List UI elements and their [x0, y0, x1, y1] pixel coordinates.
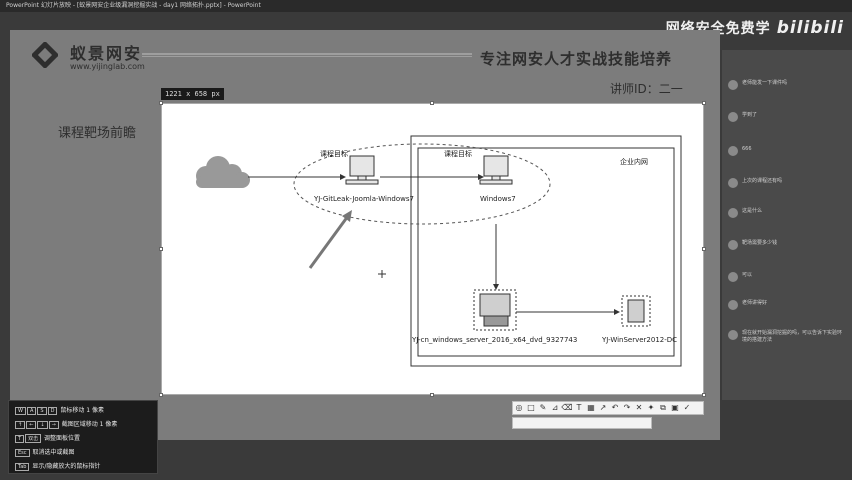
- resize-handle-tl[interactable]: [159, 101, 163, 105]
- domain-controller-icon-host4: [621, 295, 651, 327]
- avatar: [728, 80, 738, 90]
- resize-handle-tr[interactable]: [702, 101, 706, 105]
- target-ellipse: [293, 143, 551, 225]
- hint-label: 显示/隐藏放大的鼠标指针: [32, 463, 101, 470]
- redo-icon[interactable]: ↷: [623, 403, 631, 412]
- crosshair-cursor-icon: [378, 270, 386, 278]
- arrow-icon[interactable]: ↗: [599, 403, 607, 412]
- resize-handle-bc[interactable]: [430, 393, 434, 397]
- avatar: [728, 146, 738, 156]
- chat-text: 可以: [742, 272, 753, 278]
- computer-icon-host2: [479, 155, 513, 185]
- select-icon[interactable]: ◎: [515, 403, 523, 412]
- confirm-icon[interactable]: ✓: [683, 403, 691, 412]
- key: T: [15, 435, 25, 443]
- key: ←: [26, 421, 37, 429]
- bilibili-logo: bilibili: [776, 18, 844, 38]
- resize-handle-tc[interactable]: [430, 101, 434, 105]
- hint-row: Tab 显示/隐藏放大的鼠标指针: [15, 461, 100, 471]
- intranet-outer-box: [410, 135, 682, 367]
- slide-header: 蚁景网安 www.yijinglab.com 专注网安人才实战技能培养 讲师ID…: [10, 30, 720, 96]
- network-diagram-image[interactable]: 课程目标 YJ-GitLeak-Joomla-Windows7 课程目标 Win…: [161, 103, 704, 395]
- avatar: [728, 178, 738, 188]
- close-icon[interactable]: ✕: [635, 403, 643, 412]
- undo-icon[interactable]: ↶: [611, 403, 619, 412]
- hint-label: 截图区域移动 1 像素: [61, 421, 118, 428]
- pin-icon[interactable]: ✦: [647, 403, 655, 412]
- chat-text: 老师能发一下课件吗: [742, 80, 788, 86]
- key: S: [37, 407, 47, 415]
- key: Tab: [15, 463, 30, 471]
- hint-row: Esc 取消选中或截图: [15, 447, 74, 457]
- eraser-icon[interactable]: ⌫: [561, 403, 573, 412]
- selection-size-label: 1221 x 658 px: [161, 88, 224, 100]
- host-label-4: YJ-WinServer2012-DC: [601, 336, 677, 344]
- chat-text: 靶场需要多少钱: [742, 240, 778, 246]
- computer-icon-host1: [345, 155, 379, 185]
- key: →: [48, 421, 59, 429]
- annotation-toolbar: ◎ □ ✎ ⊿ ⌫ T ▦ ↗ ↶ ↷ ✕ ✦ ⧉ ▣ ✓: [512, 401, 704, 415]
- key: Esc: [15, 449, 30, 457]
- chat-text: 现在就开始漏洞挖掘的吗，可以告诉下实验环境的搭建方法: [742, 330, 843, 343]
- host-label-1: YJ-GitLeak-Joomla-Windows7: [313, 195, 414, 203]
- mosaic-icon[interactable]: ▦: [587, 403, 595, 412]
- network-diagram: 课程目标 YJ-GitLeak-Joomla-Windows7 课程目标 Win…: [196, 135, 682, 367]
- rectangle-icon[interactable]: □: [527, 403, 535, 412]
- resize-handle-bl[interactable]: [159, 393, 163, 397]
- intranet-label: 企业内网: [620, 157, 648, 166]
- text-icon[interactable]: T: [576, 403, 582, 412]
- avatar: [728, 208, 738, 218]
- key: A: [26, 407, 37, 415]
- host-label-2: Windows7: [480, 195, 516, 203]
- hint-label: 取消选中或截图: [32, 449, 75, 456]
- brand-name: 蚁景网安: [70, 44, 143, 63]
- avatar: [728, 300, 738, 310]
- chat-text: 上次的课程还有吗: [742, 178, 783, 184]
- lecturer-id: 讲师ID：二一: [610, 82, 683, 96]
- annotation-arrow: [308, 215, 350, 269]
- save-icon[interactable]: ▣: [671, 403, 679, 412]
- internet-cloud-icon: [196, 156, 250, 188]
- chat-text: 老师讲得好: [742, 300, 768, 306]
- avatar: [728, 112, 738, 122]
- marker-icon[interactable]: ⊿: [551, 403, 559, 412]
- target-label-2: 课程目标: [444, 149, 472, 158]
- window-title: PowerPoint 幻灯片放映 - [蚁景网安企业级漏洞挖掘实战 - day1…: [0, 0, 852, 12]
- chat-panel: 老师能发一下课件吗 学到了 666 上次的课程还有吗 这是什么 靶场需要多少钱 …: [722, 50, 852, 400]
- hint-row: ↑←↓→ 截图区域移动 1 像素: [15, 419, 117, 429]
- hint-label: 鼠标移动 1 像素: [60, 407, 104, 414]
- copy-icon[interactable]: ⧉: [660, 403, 666, 412]
- avatar: [728, 330, 738, 340]
- resize-handle-mr[interactable]: [702, 247, 706, 251]
- key: ↓: [37, 421, 48, 429]
- key: 双击: [25, 434, 42, 443]
- brand-url: www.yijinglab.com: [70, 62, 145, 71]
- section-title: 课程靶场前瞻: [58, 126, 137, 141]
- hint-label: 调整面板位置: [44, 435, 81, 442]
- chat-text: 这是什么: [742, 208, 763, 214]
- header-divider-2: [142, 56, 472, 57]
- slogan: 专注网安人才实战技能培养: [480, 50, 673, 68]
- pen-icon[interactable]: ✎: [539, 403, 547, 412]
- resize-handle-br[interactable]: [702, 393, 706, 397]
- chat-text: 学到了: [742, 112, 758, 118]
- server-icon-host3: [473, 289, 517, 331]
- resize-handle-ml[interactable]: [159, 247, 163, 251]
- target-label-1: 课程目标: [320, 149, 348, 158]
- avatar: [728, 272, 738, 282]
- key: W: [15, 407, 26, 415]
- key: D: [47, 407, 58, 415]
- key: ↑: [15, 421, 26, 429]
- host-label-3: YJ-cn_windows_server_2016_x64_dvd_932774…: [411, 336, 577, 344]
- intranet-inner-box: [417, 147, 675, 357]
- avatar: [728, 240, 738, 250]
- header-divider: [142, 53, 472, 55]
- chat-text: 666: [742, 146, 752, 152]
- brand-logo-icon: [32, 42, 58, 68]
- color-palette-bar[interactable]: [512, 417, 652, 429]
